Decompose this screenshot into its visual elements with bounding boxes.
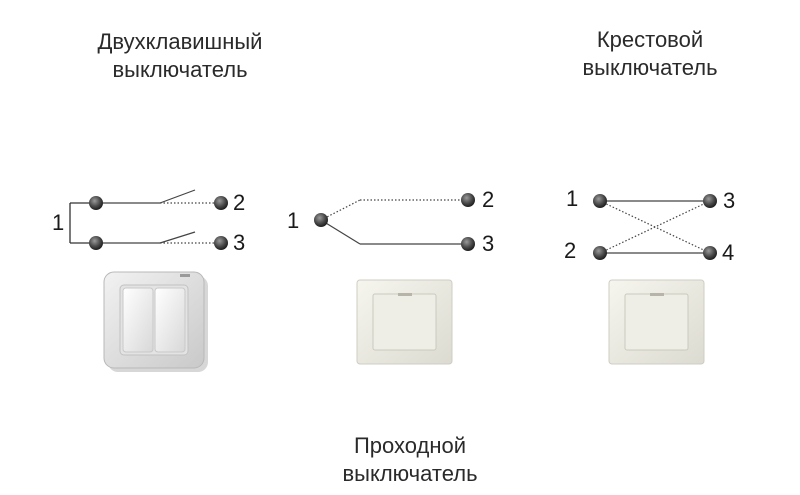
pass-switch-key bbox=[372, 293, 437, 351]
cross-switch-title-line1: Крестовой bbox=[596, 27, 704, 52]
terminal-icon bbox=[214, 236, 228, 250]
pass-switch-diagram: 1 2 3 bbox=[287, 187, 494, 256]
pass-switch-contact-open bbox=[320, 199, 361, 221]
cross-switch-wire-2-3 bbox=[599, 200, 711, 254]
double-switch-input-label: 1 bbox=[52, 210, 64, 235]
pass-switch-output-3-label: 3 bbox=[482, 231, 494, 256]
pass-switch-contact-closed bbox=[320, 219, 361, 245]
double-switch-title: Двухклавишный выключатель bbox=[80, 28, 280, 84]
cross-switch-indicator bbox=[650, 293, 664, 296]
double-switch-indicator bbox=[180, 274, 190, 277]
cross-switch-output-3-label: 3 bbox=[723, 188, 735, 213]
terminal-icon bbox=[703, 194, 717, 208]
pass-switch-title: Проходной выключатель bbox=[330, 432, 490, 488]
terminal-icon bbox=[593, 246, 607, 260]
double-switch-output-3-label: 3 bbox=[233, 230, 245, 255]
terminal-icon bbox=[89, 236, 103, 250]
terminal-icon bbox=[214, 196, 228, 210]
double-switch-contact-b bbox=[159, 231, 196, 244]
cross-switch-key bbox=[624, 293, 689, 351]
terminal-icon bbox=[593, 194, 607, 208]
pass-switch-indicator bbox=[398, 293, 412, 296]
cross-switch-output-4-label: 4 bbox=[722, 240, 734, 265]
pass-switch-title-line1: Проходной bbox=[353, 433, 467, 458]
double-switch-image bbox=[103, 271, 208, 372]
cross-switch-image bbox=[608, 279, 705, 365]
double-switch-diagram: 1 2 3 bbox=[52, 189, 245, 255]
double-switch-title-line2: выключатель bbox=[112, 57, 248, 82]
cross-switch-input-1-label: 1 bbox=[566, 186, 578, 211]
double-switch-key-left bbox=[122, 287, 154, 353]
terminal-icon bbox=[461, 237, 475, 251]
double-switch-contact-a bbox=[159, 189, 196, 204]
pass-switch-input-label: 1 bbox=[287, 208, 299, 233]
pass-switch-output-2-label: 2 bbox=[482, 187, 494, 212]
pass-switch-title-line2: выключатель bbox=[342, 461, 478, 486]
double-switch-title-line1: Двухклавишный bbox=[97, 29, 263, 54]
terminal-icon bbox=[461, 193, 475, 207]
terminal-icon bbox=[314, 213, 328, 227]
terminal-icon bbox=[703, 246, 717, 260]
cross-switch-title-line2: выключатель bbox=[582, 55, 718, 80]
terminal-icon bbox=[89, 196, 103, 210]
pass-switch-image bbox=[356, 279, 453, 365]
cross-switch-title: Крестовой выключатель bbox=[565, 26, 735, 82]
double-switch-output-2-label: 2 bbox=[233, 190, 245, 215]
cross-switch-input-2-label: 2 bbox=[564, 238, 576, 263]
cross-switch-diagram: 1 2 3 4 bbox=[564, 186, 735, 265]
double-switch-key-right bbox=[154, 287, 186, 353]
